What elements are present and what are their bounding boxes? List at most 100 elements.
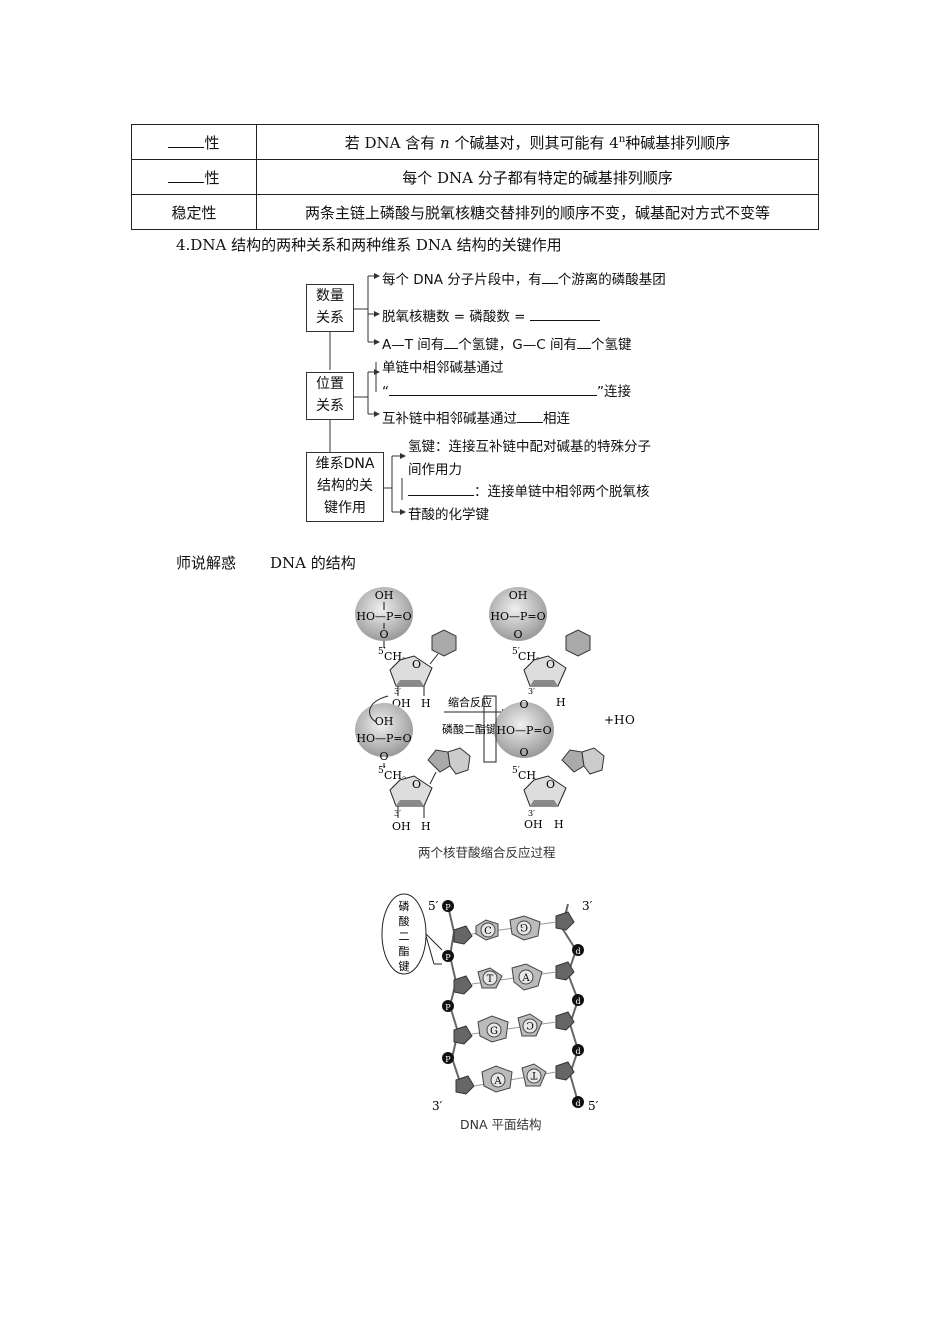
fill-blank: [541, 270, 558, 284]
fill-blank: [168, 168, 205, 183]
svg-text:HO—P=O: HO—P=O: [356, 732, 411, 745]
svg-text:T: T: [487, 974, 494, 985]
svg-text:缩合反应: 缩合反应: [448, 695, 492, 709]
svg-text:T: T: [530, 1069, 537, 1080]
section-heading: 4.DNA 结构的两种关系和两种维系 DNA 结构的关键作用: [176, 236, 562, 254]
table-row: 稳定性 两条主链上磷酸与脱氧核糖交替排列的顺序不变，碱基配对方式不变等: [131, 194, 819, 230]
svg-text:OH: OH: [375, 715, 394, 728]
fill-blank: [168, 133, 205, 148]
svg-text:5′: 5′: [378, 647, 386, 657]
phosphate-p-icon: [442, 1052, 454, 1064]
base-hexagon: [581, 747, 605, 775]
svg-text:CH: CH: [518, 769, 536, 782]
svg-text:O: O: [546, 658, 555, 671]
fill-blank: [389, 382, 597, 396]
nucleotide-bottom-right: 5′ CH O 3′ OH H: [512, 747, 605, 831]
svg-text:二: 二: [399, 930, 410, 943]
svg-text:OH: OH: [509, 589, 528, 602]
nucleotide-top-right: OH HO—P=O O 5′ CH 2 O 3′ H: [489, 587, 591, 709]
base-pair-2: T A: [471, 963, 557, 991]
property-label: 性: [131, 124, 257, 160]
svg-text:H: H: [421, 697, 431, 710]
svg-text:C: C: [484, 926, 492, 937]
map-line-phosphate-groups: 每个 DNA 分子片段中，有个游离的磷酸基团: [382, 270, 666, 288]
map-line-sugar-count: 脱氧核糖数 = 磷酸数 =: [382, 305, 600, 325]
phosphate-p-icon: [442, 950, 454, 962]
svg-text:3′: 3′: [528, 809, 535, 818]
svg-text:键: 键: [399, 959, 410, 973]
sugar-pentagon: [555, 1011, 575, 1031]
deoxy-d-icon: [572, 944, 584, 956]
svg-text:O: O: [412, 778, 421, 791]
svg-text:酯: 酯: [399, 945, 410, 958]
svg-text:O: O: [513, 628, 522, 641]
dna-properties-table: 性 若 DNA 含有 n 个碱基对，则其可能有 4n种碱基排列顺序 性 每个 D…: [131, 124, 819, 230]
phosphate-circle: [494, 702, 554, 758]
fill-blank: [408, 482, 474, 496]
svg-text:H: H: [421, 820, 431, 833]
base-hexagon: [565, 629, 591, 657]
map-line-hydrogen-bond-def: 氢键：连接互补链中配对碱基的特殊分子: [408, 439, 651, 455]
svg-text:P: P: [445, 903, 451, 912]
figure2-caption: DNA 平面结构: [460, 1117, 542, 1132]
sugar-pentagon: [555, 1061, 575, 1081]
sugar-pentagon: [453, 1025, 473, 1045]
deoxy-d-icon: [572, 1096, 584, 1108]
svg-text:3′: 3′: [528, 687, 535, 696]
nucleotide-top-left: OH HO—P=O O 5′ CH 2 O 3′ OH H: [355, 587, 457, 710]
property-label: 稳定性: [131, 194, 257, 230]
svg-text:d: d: [575, 947, 580, 956]
svg-text:G: G: [490, 1026, 498, 1037]
svg-text:P: P: [445, 1003, 451, 1012]
key-role-box: 维系DNA 结构的关 键作用: [306, 452, 384, 522]
fill-blank: [444, 335, 459, 349]
sugar-pentagon: [453, 925, 473, 945]
svg-text:P: P: [445, 1055, 451, 1064]
concept-map-lines: [329, 273, 406, 515]
svg-text:HO—P=O: HO—P=O: [496, 724, 551, 737]
svg-text:CH: CH: [384, 650, 402, 663]
svg-text:O: O: [379, 750, 388, 763]
reaction-curve-arrow: [369, 695, 389, 723]
base-pair-4: A T: [473, 1063, 557, 1093]
svg-text:H: H: [554, 818, 564, 831]
svg-text:O: O: [519, 698, 528, 711]
base-pair-1: C G: [471, 915, 557, 941]
svg-text:HO—P=O: HO—P=O: [490, 610, 545, 623]
svg-text:5′: 5′: [512, 766, 520, 776]
left-backbone: P P P P: [442, 900, 475, 1095]
map-line-phosphodiester-def-2: 苷酸的化学键: [408, 507, 489, 523]
fill-blank: [576, 335, 591, 349]
svg-text:5′: 5′: [512, 647, 520, 657]
svg-text:A: A: [521, 973, 530, 984]
svg-text:磷酸二酯键: 磷酸二酯键: [442, 722, 497, 736]
map-line-complementary: 互补链中相邻碱基通过相连: [382, 411, 570, 427]
sugar-pentagon: [455, 1075, 475, 1095]
svg-text:C: C: [526, 1019, 534, 1030]
svg-text:磷: 磷: [399, 900, 410, 913]
property-label: 性: [131, 159, 257, 195]
phosphate-p-icon: [442, 900, 454, 912]
condensation-reaction-figure: OH HO—P=O O 5′ CH 2 O 3′ OH H OH HO—P=O …: [355, 587, 635, 833]
svg-text:H: H: [556, 696, 566, 709]
svg-text:d: d: [575, 997, 580, 1006]
phosphate-p-icon: [442, 1000, 454, 1012]
position-relation-box: 位置 关系: [306, 372, 354, 420]
figure1-caption: 两个核苷酸缩合反应过程: [418, 845, 556, 860]
svg-text:HO—P=O: HO—P=O: [356, 610, 411, 623]
svg-text:5′: 5′: [428, 899, 439, 913]
svg-text:OH: OH: [375, 589, 394, 602]
svg-text:+H: +H: [604, 713, 625, 727]
map-line-single-strand-blank: “”连接: [382, 382, 631, 400]
phosphodiester-group: O HO—P=O O +H O: [483, 695, 635, 763]
sugar-pentagon: [555, 961, 575, 981]
quantity-relation-box: 数量 关系: [306, 284, 354, 332]
deoxy-d-icon: [572, 994, 584, 1006]
base-hexagon: [447, 747, 471, 775]
phosphate-circle: [489, 587, 547, 641]
right-backbone: d d d d: [555, 903, 584, 1108]
svg-text:d: d: [575, 1099, 580, 1108]
svg-text:CH: CH: [518, 650, 536, 663]
svg-text:O: O: [379, 628, 388, 641]
